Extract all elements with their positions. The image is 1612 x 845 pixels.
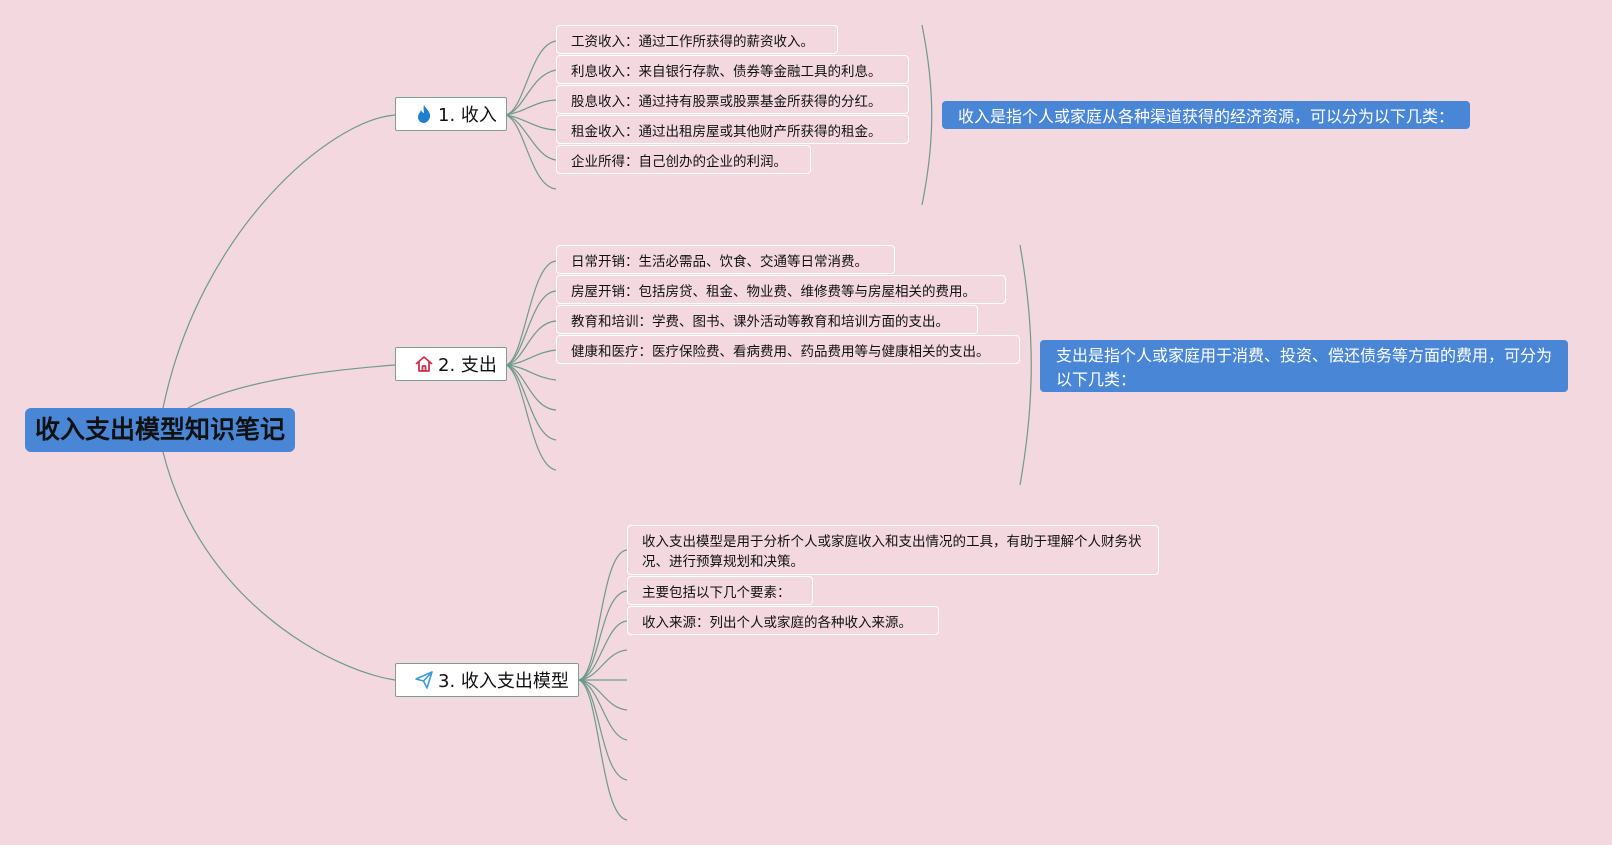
leaf-item[interactable]: 主要包括以下几个要素： bbox=[627, 576, 813, 605]
house-icon bbox=[414, 354, 434, 374]
leaf-item[interactable]: 收入来源：列出个人或家庭的各种收入来源。 bbox=[627, 606, 939, 635]
link-root-expense bbox=[187, 364, 396, 409]
leaf-item[interactable]: 日常开销：生活必需品、饮食、交通等日常消费。 bbox=[556, 245, 895, 274]
leaf-item[interactable]: 收入支出模型是用于分析个人或家庭收入和支出情况的工具，有助于理解个人财务状况、进… bbox=[627, 525, 1159, 575]
flame-icon bbox=[414, 104, 434, 124]
summary-note-expense[interactable]: 支出是指个人或家庭用于消费、投资、偿还债务等方面的费用，可分为以下几类： bbox=[1040, 340, 1568, 392]
branch-income[interactable]: 1. 收入 bbox=[395, 97, 507, 131]
leaf-item[interactable]: 股息收入：通过持有股票或股票基金所获得的分红。 bbox=[556, 85, 909, 114]
leaf-item[interactable]: 工资收入：通过工作所获得的薪资收入。 bbox=[556, 25, 838, 54]
root-topic[interactable]: 收入支出模型知识笔记 bbox=[25, 408, 295, 452]
leaf-item[interactable]: 健康和医疗：医疗保险费、看病费用、药品费用等与健康相关的支出。 bbox=[556, 335, 1020, 364]
leaf-item[interactable]: 利息收入：来自银行存款、债券等金融工具的利息。 bbox=[556, 55, 909, 84]
summary-note-income[interactable]: 收入是指个人或家庭从各种渠道获得的经济资源，可以分为以下几类： bbox=[942, 101, 1470, 129]
link-root-model bbox=[162, 451, 396, 681]
branch-label: 1. 收入 bbox=[438, 105, 497, 126]
leaf-item[interactable]: 企业所得：自己创办的企业的利润。 bbox=[556, 145, 811, 174]
leaf-item[interactable]: 教育和培训：学费、图书、课外活动等教育和培训方面的支出。 bbox=[556, 305, 978, 334]
branch-model[interactable]: 3. 收入支出模型 bbox=[395, 663, 579, 697]
branch-label: 3. 收入支出模型 bbox=[438, 671, 569, 692]
branch-label: 2. 支出 bbox=[438, 355, 497, 376]
link-root-income bbox=[162, 114, 396, 409]
leaf-item[interactable]: 房屋开销：包括房贷、租金、物业费、维修费等与房屋相关的费用。 bbox=[556, 275, 1006, 304]
leaf-item[interactable]: 租金收入：通过出租房屋或其他财产所获得的租金。 bbox=[556, 115, 909, 144]
summary-bracket-income bbox=[921, 24, 933, 206]
branch-expense[interactable]: 2. 支出 bbox=[395, 347, 507, 381]
summary-bracket-expense bbox=[1019, 244, 1032, 486]
paper-plane-icon bbox=[414, 670, 434, 690]
